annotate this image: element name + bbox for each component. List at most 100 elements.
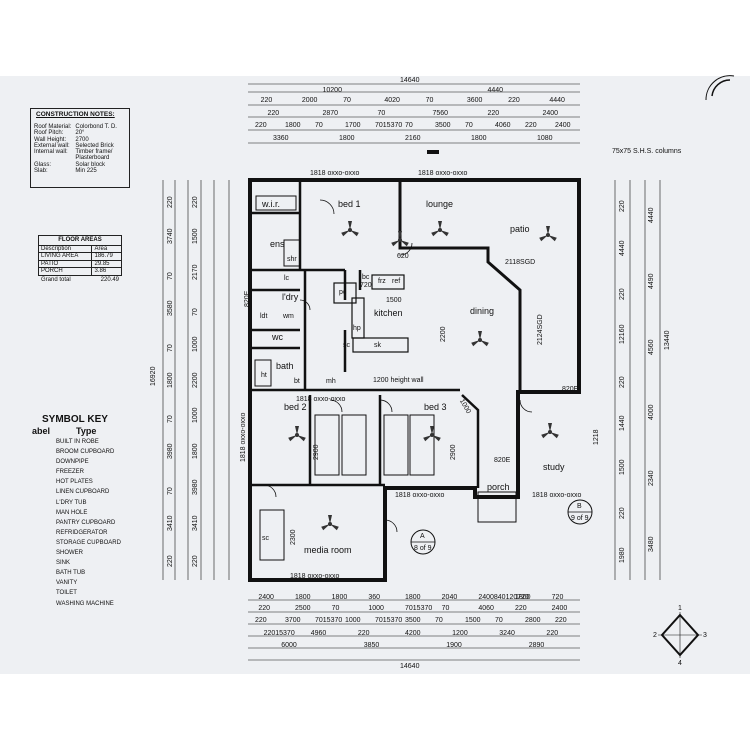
- section-b-ref: 9 of 9: [571, 515, 589, 522]
- dimension-label: 220: [255, 122, 267, 129]
- dimension-label: 2400: [542, 110, 559, 117]
- fixture-ht: ht: [261, 372, 267, 379]
- symbol-key-item: TOILET: [56, 590, 77, 597]
- fixture-mh: mh: [326, 378, 336, 385]
- symbol-key-item: L'DRY TUB: [56, 499, 87, 506]
- symbol-key-item: LINEN CUPBOARD: [56, 489, 110, 496]
- fixture-bt: bt: [294, 378, 300, 385]
- downpipe-marker: [427, 150, 439, 154]
- dimension-label: 22015370: [263, 630, 295, 637]
- sgd-dining: 2124SGD: [537, 314, 544, 345]
- note-label: Roof Material:: [34, 124, 72, 130]
- dimension-label: 220: [167, 196, 174, 208]
- dim-right-total: 13440: [664, 330, 671, 350]
- dimension-label: 70: [167, 343, 174, 352]
- dimension-label: 70: [425, 97, 434, 104]
- dimension-label: 1200: [452, 630, 468, 637]
- floor-area-cell: 3.86: [91, 267, 122, 276]
- symbol-key-title: SYMBOL KEY: [42, 414, 108, 425]
- fixture-lc: lc: [284, 275, 290, 282]
- ceiling-fan-icon: [541, 423, 559, 439]
- bath-tub: [254, 359, 272, 387]
- dim-left-total: 16920: [150, 366, 157, 386]
- fixture-bc: bc: [362, 274, 370, 281]
- dimension-label: 4200: [405, 630, 421, 637]
- fridge: [371, 274, 405, 290]
- dimension-label: 70: [167, 487, 174, 496]
- dimension-label: 1080: [537, 135, 553, 142]
- dimension-label: 1700: [345, 122, 361, 129]
- dimension-label: 1800: [167, 371, 174, 388]
- dimension-label: 1900: [446, 642, 462, 649]
- ceiling-fan-icon: [431, 221, 449, 237]
- dimension-label: 2170: [192, 264, 199, 280]
- dimension-label: 4440: [549, 97, 565, 104]
- dimension-label: 4060: [495, 122, 511, 129]
- robe-bed2-a: [314, 414, 340, 476]
- fixture-hp: hp: [353, 325, 361, 332]
- dimension-label: 220: [487, 110, 500, 117]
- dimension-label: 220: [267, 110, 280, 117]
- dimension-label: 220: [260, 97, 273, 104]
- dimension-label: 7015370: [405, 605, 433, 612]
- dimension-label: 70: [435, 617, 443, 624]
- room-bath: bath: [276, 361, 294, 371]
- dimension-label: 1000: [192, 407, 199, 424]
- dimension-label: 7015370: [375, 617, 403, 624]
- dimension-label: 7015370: [375, 122, 403, 129]
- dimension-label: 220: [619, 200, 626, 212]
- porch-step: [477, 491, 517, 523]
- dimension-label: 1800: [471, 135, 487, 142]
- compass-label-4: 4: [678, 660, 682, 667]
- dimension-label: 4440: [619, 240, 626, 256]
- kitchen-island: [352, 337, 409, 353]
- dimension-label: 1500: [619, 459, 626, 476]
- compass-label-1: 1: [678, 605, 682, 612]
- dimension-label: 1440: [619, 415, 626, 432]
- door-820e3: 820E: [494, 457, 511, 464]
- pantry: [333, 282, 357, 304]
- door-2900a: 2900: [313, 444, 320, 460]
- robe-bed3-b: [409, 414, 435, 476]
- ceiling-fan-icon: [321, 515, 339, 531]
- room-lounge: lounge: [426, 199, 454, 209]
- dimension-label: 220: [192, 555, 199, 568]
- dimension-label: 220: [255, 617, 267, 624]
- room-bed1: bed 1: [338, 199, 361, 209]
- dimension-label: 3980: [192, 479, 199, 496]
- dimension-label: 220: [258, 605, 271, 612]
- door-2300: 2300: [290, 529, 297, 545]
- note-label: Glass:: [34, 161, 52, 168]
- room-bed3: bed 3: [424, 402, 447, 412]
- height-wall-note: 1200 height wall: [373, 377, 424, 384]
- dimension-label: 1800: [285, 122, 301, 129]
- dimension-label: 2400: [551, 605, 568, 612]
- room-wir: w.i.r.: [262, 199, 281, 209]
- note-value: Selected Brick: [75, 142, 114, 149]
- dimension-label: 4440: [648, 207, 655, 223]
- wir-shelves: [255, 195, 297, 211]
- corner-arc: [711, 79, 731, 97]
- columns-note: 75x75 S.H.S. columns: [612, 148, 682, 155]
- note-label: External wall:: [34, 142, 70, 149]
- dimension-label: 70: [167, 415, 174, 424]
- dimension-label: 220: [619, 288, 626, 300]
- dimension-label: 7015370: [315, 617, 343, 624]
- fixture-frz: frz: [378, 278, 386, 285]
- dimension-label: 1000: [345, 617, 361, 624]
- dim-top-total: 14640: [400, 77, 420, 84]
- note-label: Wall Height:: [34, 136, 67, 143]
- ensuite-shower: [283, 239, 301, 267]
- section-a-ref: 8 of 9: [414, 545, 432, 552]
- note-value: 20°: [75, 130, 85, 137]
- dimension-label: 2890: [528, 642, 545, 649]
- fixture-sc: sc: [343, 342, 350, 349]
- construction-note-row: External wall: Selected Brick: [32, 143, 119, 149]
- dimension-label: 70: [465, 122, 473, 129]
- symbol-key-item: FREEZER: [56, 469, 85, 476]
- dimension-label: 3600: [466, 97, 483, 104]
- room-patio: patio: [510, 224, 530, 234]
- dimension-label: 1800: [405, 594, 421, 601]
